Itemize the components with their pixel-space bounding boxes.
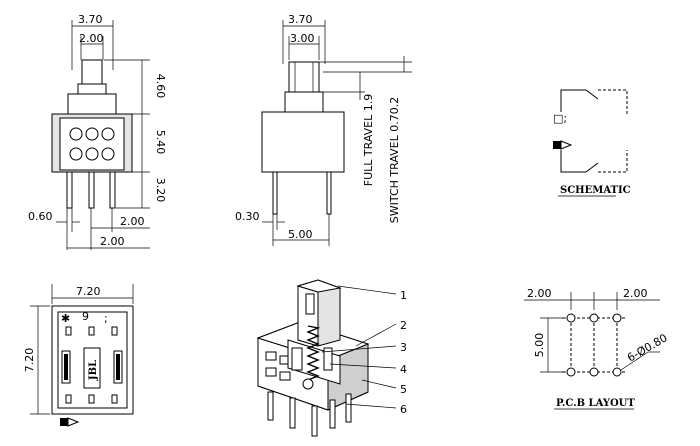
schematic-title: SCHEMATIC — [560, 185, 631, 196]
side-view: 3.70 3.00 FULL TRAVEL 1.9 SWITCH TRAVEL … — [235, 13, 412, 246]
exploded-view: 1 2 3 4 5 6 — [256, 279, 407, 437]
callout-1: 1 — [400, 289, 407, 302]
pcb-title: P.C.B LAYOUT — [556, 398, 635, 409]
bottom-pin1-marker-icon — [60, 417, 80, 427]
side-dim-stem-width: 3.00 — [290, 32, 315, 45]
front-dim-pin-height: 3.20 — [154, 178, 167, 203]
side-dim-top-width: 3.70 — [288, 13, 313, 26]
front-dim-top-width: 3.70 — [78, 13, 103, 26]
callout-3: 3 — [400, 341, 407, 354]
pcb-dim-row-spacing: 5.00 — [533, 333, 546, 358]
bottom-mark-1: ✱ — [61, 312, 70, 325]
side-dim-body-depth: 5.00 — [288, 228, 313, 241]
front-dim-pin-pitch-bottom: 2.00 — [100, 235, 125, 248]
schematic-pin1-marker-icon — [553, 140, 573, 150]
side-dim-pin-width: 0.30 — [235, 210, 260, 223]
schematic: □; SCHEMATIC — [553, 89, 631, 197]
front-dim-stem-width: 2.00 — [79, 32, 104, 45]
callout-5: 5 — [400, 383, 407, 396]
schematic-mark-1: □; — [553, 112, 567, 125]
front-view: 3.70 2.00 4.60 5.40 3.20 — [28, 13, 167, 250]
front-dim-pin-pitch-right: 2.00 — [120, 215, 145, 228]
pcb-layout: 2.00 2.00 5.00 6-Ø0.80 P.C.B LAYOUT — [524, 287, 670, 410]
bottom-mark-2: 9 — [82, 310, 89, 323]
pcb-dim-holes: 6-Ø0.80 — [625, 331, 670, 364]
bottom-dim-width: 7.20 — [76, 285, 101, 298]
callout-2: 2 — [400, 319, 407, 332]
bottom-view: 7.20 ✱ 9 ; JBL 7.20 — [23, 284, 134, 427]
bottom-brand-label: JBL — [88, 360, 99, 381]
pcb-dim-pitch-right: 2.00 — [623, 287, 648, 300]
callout-6: 6 — [400, 403, 407, 416]
front-dim-stem-height: 4.60 — [154, 74, 167, 99]
bottom-dim-height: 7.20 — [23, 348, 36, 373]
bottom-mark-3: ; — [104, 312, 108, 325]
front-dim-pin-width: 0.60 — [28, 210, 53, 223]
pcb-dim-pitch-left: 2.00 — [527, 287, 552, 300]
front-dim-body-height: 5.40 — [154, 130, 167, 155]
full-travel-label: FULL TRAVEL 1.9 — [362, 94, 375, 186]
switch-travel-label: SWITCH TRAVEL 0.70.2 — [388, 97, 401, 223]
callout-4: 4 — [400, 363, 407, 376]
